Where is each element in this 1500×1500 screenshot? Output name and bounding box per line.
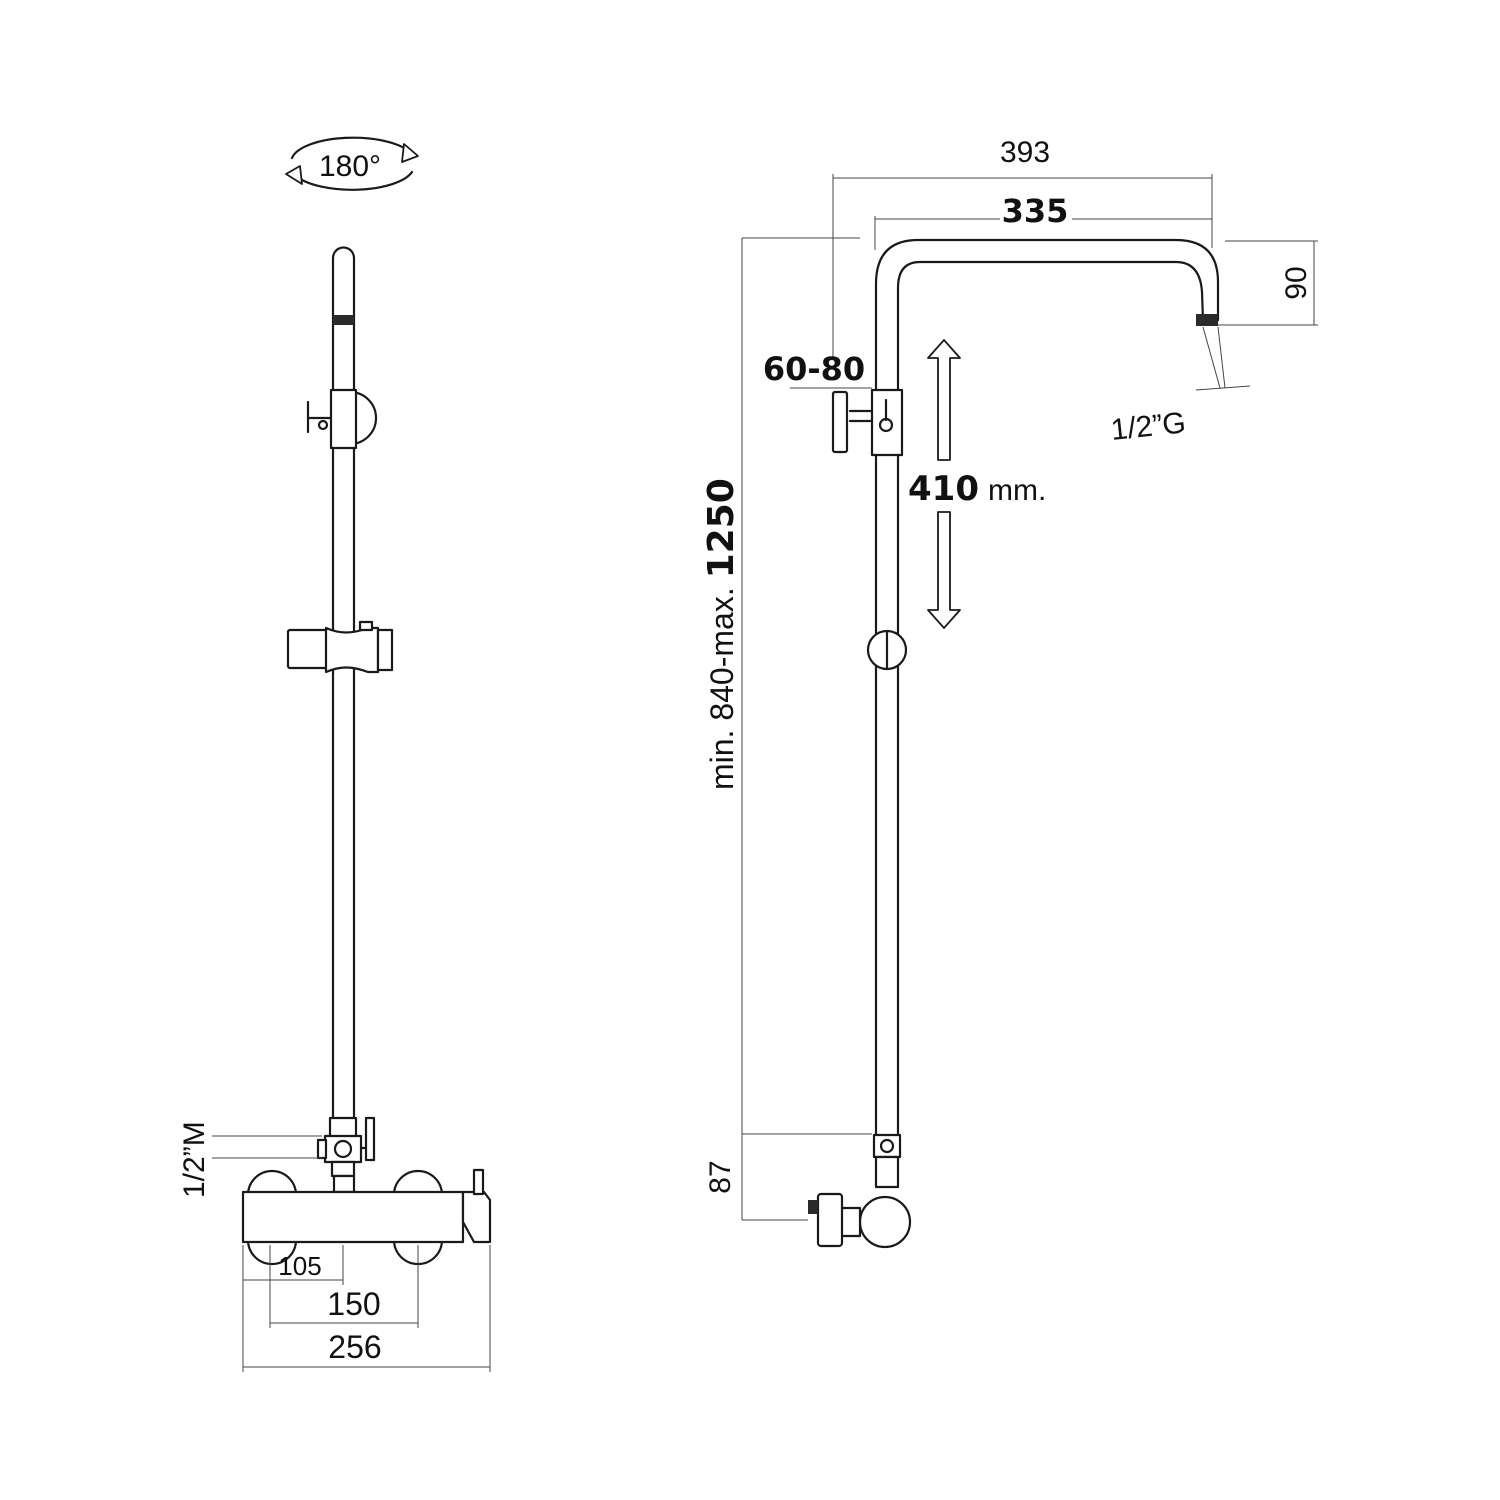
inlet-thread-marker: [808, 1200, 818, 1214]
arm-outlet-thread: [1196, 314, 1218, 326]
hand-shower-holder: [286, 620, 394, 674]
inlet-offset-label: 87: [704, 1160, 737, 1193]
rotation-arrow-icon: [401, 143, 419, 163]
total-height-max: 1250: [701, 478, 742, 578]
adjust-value-label: 410: [908, 469, 979, 509]
front-view: 180°: [178, 136, 492, 1372]
dim-150-label: 150: [327, 1286, 380, 1322]
rotation-label: 180°: [319, 150, 381, 183]
inlet-offset-dimension: 87: [704, 1133, 872, 1221]
front-width-dimensions: 105 150 256: [242, 1245, 491, 1372]
top-pipe-tip: [331, 246, 356, 402]
outlet-thread-callout: 1/2”G: [1109, 326, 1251, 447]
total-height-dimension: min. 840-max. 1250: [701, 237, 860, 1220]
rotation-arrow-icon: [285, 165, 303, 185]
width-total-label: 393: [1000, 136, 1050, 169]
arm-drop-dimension: 90: [1218, 240, 1318, 326]
side-thread-label: 1/2”M: [178, 1121, 211, 1198]
arrow-up-icon: [927, 339, 961, 461]
total-height-prefix: min. 840-max.: [704, 578, 740, 790]
outlet-thread-marker: [333, 315, 354, 325]
arrow-down-icon: [927, 511, 961, 629]
arm-width-dimensions: 393 335: [832, 136, 1213, 360]
adjust-unit-label: mm.: [988, 474, 1046, 507]
side-swivel-joint: [831, 388, 904, 457]
diverter-valve: [316, 1116, 376, 1194]
arm-drop-label: 90: [1280, 266, 1313, 299]
side-bottom-connector: [808, 1133, 912, 1249]
height-adjust-indicator: 410 mm.: [908, 339, 1046, 629]
outlet-thread-label: 1/2”G: [1109, 406, 1187, 447]
rotation-180-symbol: 180°: [285, 136, 419, 191]
side-thread-dimension: 1/2”M: [178, 1121, 322, 1198]
wall-distance-callout: 60-80: [763, 350, 872, 389]
dim-105-label: 105: [278, 1251, 321, 1281]
shower-arm: [874, 238, 1220, 394]
total-height-label: min. 840-max. 1250: [701, 478, 742, 790]
top-swivel-joint: [306, 388, 378, 450]
mixer-body: [241, 1168, 492, 1266]
dim-256-label: 256: [328, 1329, 381, 1365]
side-view: 393 335 90 1/2”G: [701, 136, 1318, 1249]
wall-distance-label: 60-80: [763, 350, 865, 388]
width-arm-label: 335: [1002, 192, 1069, 230]
